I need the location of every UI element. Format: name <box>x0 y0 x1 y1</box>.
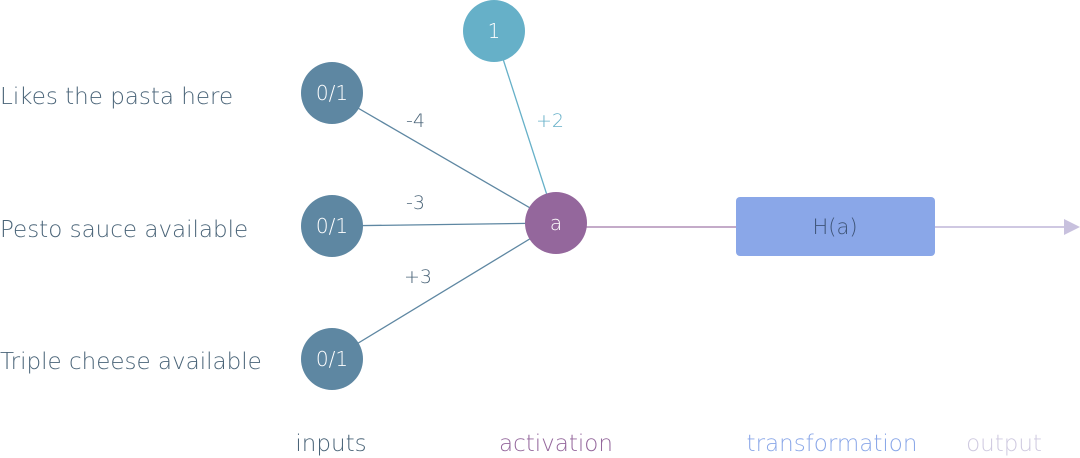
bias-node-text: 1 <box>488 19 501 43</box>
edge-input-3 <box>331 222 557 360</box>
output-arrowhead <box>1064 219 1080 235</box>
input-label-3: Triple cheese available <box>0 349 262 375</box>
edge-bias <box>493 30 557 224</box>
edge-input-1 <box>331 92 557 224</box>
input-node-2-text: 0/1 <box>316 214 348 238</box>
input-node-2: 0/1 <box>301 195 363 257</box>
input-node-1-text: 0/1 <box>316 81 348 105</box>
footer-activation-label: activation <box>499 431 613 457</box>
input-node-3: 0/1 <box>301 328 363 390</box>
input-label-2: Pesto sauce available <box>0 217 248 243</box>
weight-bias: +2 <box>536 110 564 132</box>
bias-node: 1 <box>463 0 525 62</box>
edge-input-2 <box>331 222 557 227</box>
input-node-1: 0/1 <box>301 62 363 124</box>
transformation-box-text: H(a) <box>812 215 857 239</box>
activation-node-text: a <box>550 211 562 235</box>
transformation-box: H(a) <box>736 197 935 256</box>
activation-node: a <box>525 192 587 254</box>
footer-transformation-label: transformation <box>747 431 918 457</box>
weight-input-2: -3 <box>406 192 425 214</box>
footer-output-label: output <box>966 431 1042 457</box>
footer-inputs-label: inputs <box>295 431 366 457</box>
input-node-3-text: 0/1 <box>316 347 348 371</box>
weight-input-3: +3 <box>404 266 432 288</box>
input-label-1: Likes the pasta here <box>0 84 233 110</box>
weight-input-1: -4 <box>406 110 425 132</box>
